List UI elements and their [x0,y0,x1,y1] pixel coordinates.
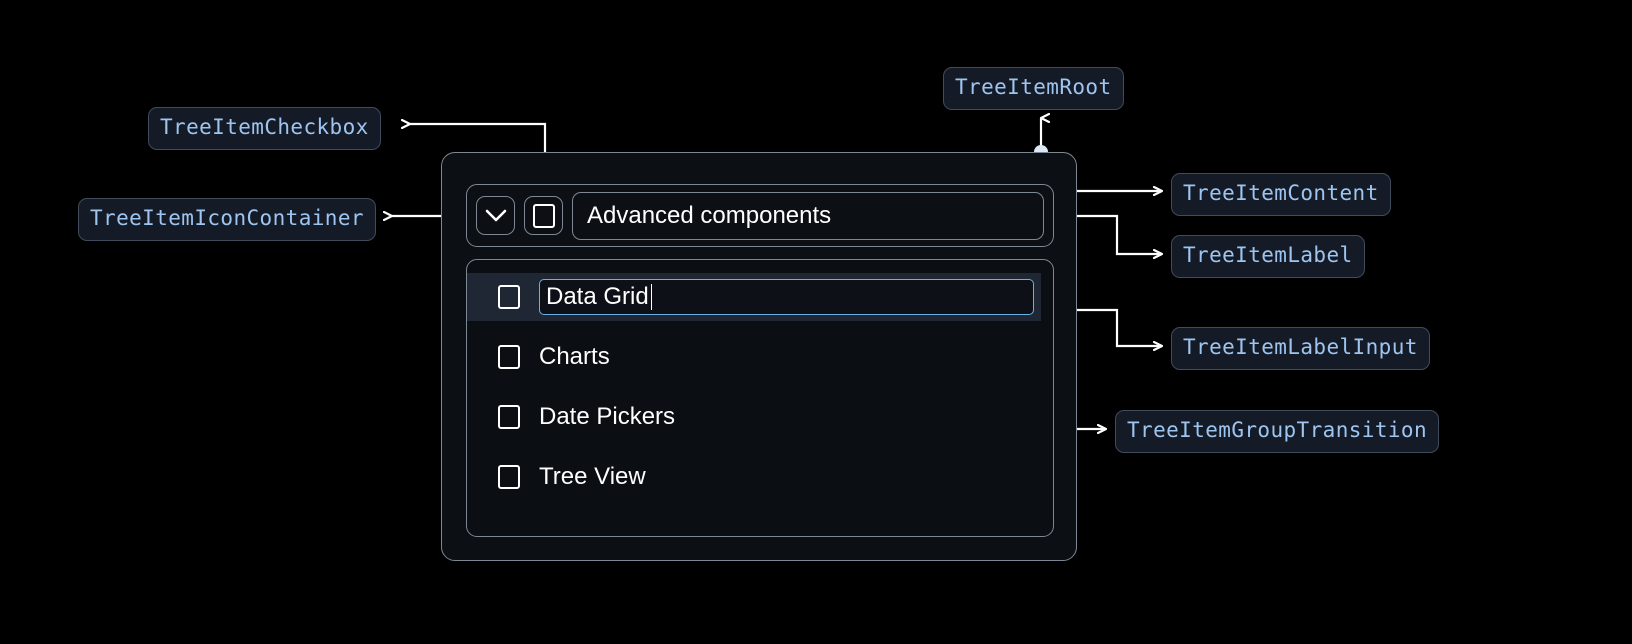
annotation-badge-tree-item-icon-container: TreeItemIconContainer [78,198,376,241]
tree-item-group-transition: Data Grid Charts Date Pickers Tree View [466,259,1054,537]
annotation-badge-tree-item-root: TreeItemRoot [943,67,1124,110]
tree-item-checkbox-date-pickers[interactable] [498,405,520,429]
tree-item-checkbox-data-grid[interactable] [498,285,520,309]
tree-item-checkbox[interactable] [524,196,563,235]
tree-item-label-text: Advanced components [587,201,832,229]
tree-item-label-charts: Charts [539,343,610,370]
annotation-badge-tree-item-checkbox: TreeItemCheckbox [148,107,381,150]
annotation-badge-tree-item-group-transition: TreeItemGroupTransition [1115,410,1439,453]
annotation-badge-tree-item-label-input: TreeItemLabelInput [1171,327,1430,370]
tree-item-root[interactable]: Advanced components Data Grid Charts Dat… [441,152,1077,561]
tree-item-label[interactable]: Advanced components [572,191,1044,240]
tree-item-label-input[interactable]: Data Grid [539,279,1034,315]
tree-item-row-data-grid[interactable]: Data Grid [467,273,1041,321]
annotation-badge-tree-item-content: TreeItemContent [1171,173,1391,216]
tree-item-row-date-pickers[interactable]: Date Pickers [467,393,1053,441]
tree-item-row-charts[interactable]: Charts [467,333,1053,381]
tree-item-checkbox-tree-view[interactable] [498,465,520,489]
tree-item-content[interactable]: Advanced components [466,184,1054,247]
annotation-badge-tree-item-label: TreeItemLabel [1171,235,1365,278]
tree-item-icon-container[interactable] [476,196,515,235]
tree-item-checkbox-charts[interactable] [498,345,520,369]
chevron-down-icon [485,209,507,223]
tree-item-row-tree-view[interactable]: Tree View [467,453,1053,501]
tree-item-label-input-value: Data Grid [546,283,649,310]
tree-item-label-date-pickers: Date Pickers [539,403,676,430]
tree-item-label-tree-view: Tree View [539,463,646,490]
text-caret [650,284,653,310]
checkbox-square-icon [532,203,555,228]
